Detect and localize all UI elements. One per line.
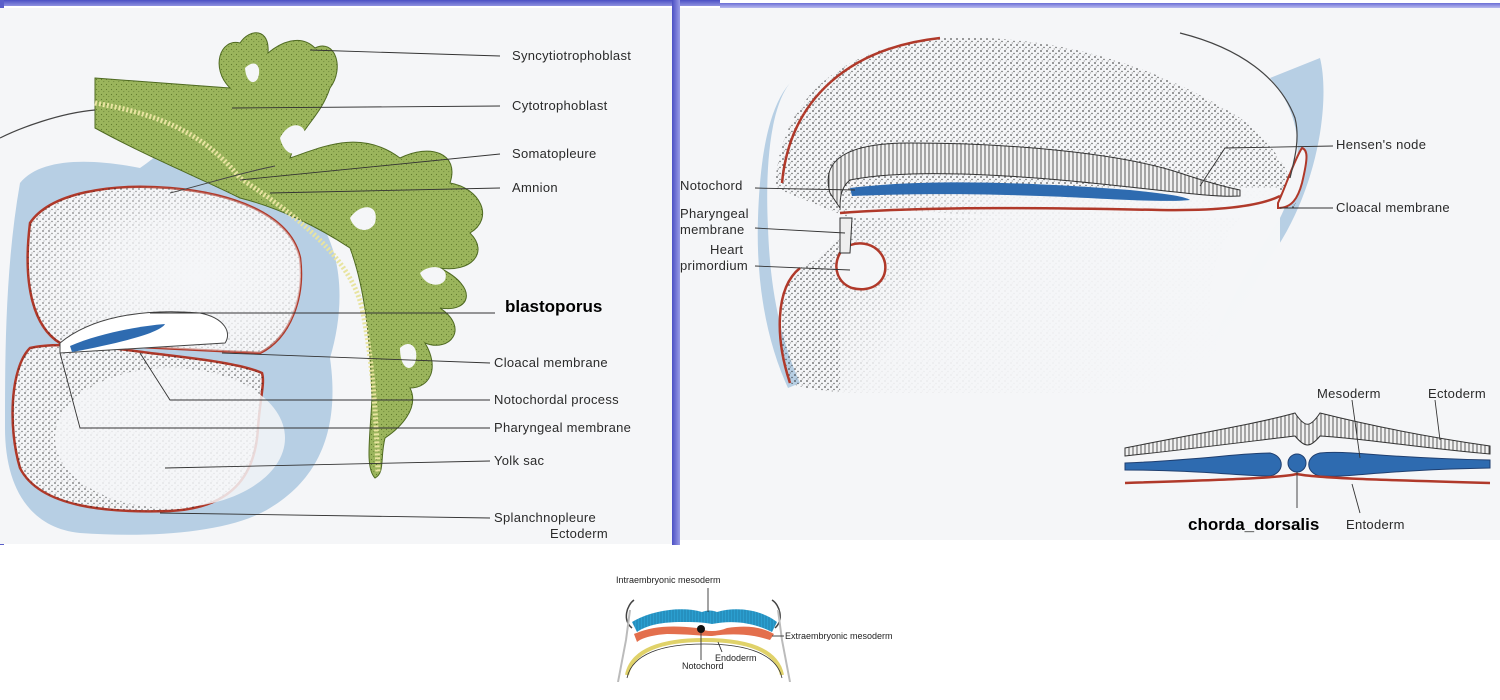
label-ectoderm: Ectoderm <box>550 526 608 541</box>
amnion-boundary <box>169 165 276 194</box>
trilaminar-disc-svg: Intraembryonic mesoderm Extraembryonic m… <box>612 570 912 682</box>
label-endoderm: Endoderm <box>715 653 757 663</box>
endoderm-arc <box>625 637 784 676</box>
chorion-right <box>777 609 791 682</box>
inset-mesoderm <box>1124 451 1491 477</box>
label-splanchnopleure: Splanchnopleure <box>494 510 596 525</box>
heart-primordium <box>835 242 887 291</box>
amnion-curl-left <box>625 599 635 629</box>
ectoderm-band <box>632 609 777 632</box>
label-cloacal-membrane: Cloacal membrane <box>1336 200 1450 215</box>
label-inset-entoderm: Entoderm <box>1346 517 1405 532</box>
cloaca-tip <box>1277 146 1308 210</box>
leader-yolk-sac <box>164 460 491 469</box>
tail-outline <box>1179 32 1298 179</box>
label-blastoporus: blastoporus <box>505 297 602 316</box>
leader-pharyngeal-membrane <box>59 352 490 429</box>
villus-hole-5 <box>245 63 260 83</box>
leader-amnion <box>269 187 501 194</box>
notochordal-process-shape <box>70 324 165 352</box>
leader-inset-entoderm <box>1351 483 1361 514</box>
label-yolk-sac: Yolk sac <box>494 453 545 468</box>
notochord-dot <box>697 625 705 633</box>
notochord-sagittal-diagram: Notochord Pharyngeal membrane Heart prim… <box>680 8 1500 540</box>
leader-notochordal-process <box>139 352 490 401</box>
amnion-fluid-left <box>757 83 800 388</box>
label-pharyngeal-1: Pharyngeal <box>680 206 749 221</box>
leader-somatopleure <box>239 153 501 181</box>
leader-pharyngeal-membrane <box>754 227 846 234</box>
leader-notochord <box>754 187 856 191</box>
leader-endoderm <box>717 641 723 653</box>
notochord-sagittal-svg: Notochord Pharyngeal membrane Heart prim… <box>680 8 1500 540</box>
label-syncytiotrophoblast: Syncytiotrophoblast <box>512 48 631 63</box>
divider-frame-edge <box>672 0 680 545</box>
villus-hole-4 <box>400 343 417 368</box>
inset-ectoderm <box>1124 412 1491 457</box>
leader-syncytiotrophoblast <box>309 49 501 57</box>
label-chorda-dorsalis: chorda_dorsalis <box>1188 515 1319 534</box>
label-heart-1: Heart <box>710 242 743 257</box>
leader-heart-primordium <box>754 265 851 271</box>
mesoderm-band <box>634 626 774 642</box>
amnion-curl-right <box>771 599 781 629</box>
label-cytotrophoblast: Cytotrophoblast <box>512 98 608 113</box>
label-amnion: Amnion <box>512 180 558 195</box>
label-heart-2: primordium <box>680 258 748 273</box>
chorionic-villi <box>94 32 483 479</box>
ectoderm-layer <box>827 142 1241 210</box>
embryo-outline-red <box>778 36 941 384</box>
embryo-sagittal-diagram: Syncytiotrophoblast Cytotrophoblast Soma… <box>0 8 672 544</box>
label-pharyngeal-2: membrane <box>680 222 745 237</box>
label-notochord: Notochord <box>680 178 743 193</box>
label-somatopleure: Somatopleure <box>512 146 597 161</box>
label-notochord: Notochord <box>682 661 724 671</box>
label-cloacal-membrane: Cloacal membrane <box>494 355 608 370</box>
chorion-left <box>617 609 631 682</box>
endoderm-outline <box>626 643 783 679</box>
endoderm-line <box>839 194 1281 215</box>
leader-inset-ectoderm <box>1434 399 1441 441</box>
amniotic-fade <box>27 186 301 353</box>
leader-hensens-node <box>1199 145 1334 187</box>
inset-chorda <box>1287 453 1307 473</box>
yolk-sac-fade <box>55 368 285 508</box>
villus-hole-2 <box>350 207 376 230</box>
trilaminar-disc-diagram: Intraembryonic mesoderm Extraembryonic m… <box>612 570 912 682</box>
top-frame-edge-left <box>0 0 720 6</box>
leader-cytotrophoblast <box>231 105 501 109</box>
cytotrophoblast-layer <box>94 100 381 474</box>
embryo-sagittal-svg: Syncytiotrophoblast Cytotrophoblast Soma… <box>0 8 672 544</box>
pharyngeal-membrane-shape <box>839 217 853 254</box>
cross-section-inset: Mesoderm Ectoderm Entoderm chorda_dorsal… <box>1124 386 1491 534</box>
villus-hole-1 <box>280 125 306 154</box>
top-frame-edge-right <box>720 3 1500 8</box>
leader-cloacal-membrane <box>221 352 491 364</box>
label-extraembryonic-mesoderm: Extraembryonic mesoderm <box>785 631 893 641</box>
villus-hole-3 <box>420 267 446 285</box>
label-inset-ectoderm: Ectoderm <box>1428 386 1486 401</box>
label-pharyngeal-membrane: Pharyngeal membrane <box>494 420 631 435</box>
label-hensens-node: Hensen's node <box>1336 137 1426 152</box>
label-inset-mesoderm: Mesoderm <box>1317 386 1381 401</box>
embryo-body-fade <box>840 188 1280 418</box>
leader-inset-mesoderm <box>1351 399 1361 459</box>
notochord-shape <box>850 182 1190 201</box>
leader-splanchnopleure <box>159 512 491 519</box>
chorion-outline <box>0 109 96 139</box>
label-intraembryonic-mesoderm: Intraembryonic mesoderm <box>616 575 721 585</box>
label-notochordal-process: Notochordal process <box>494 392 619 407</box>
